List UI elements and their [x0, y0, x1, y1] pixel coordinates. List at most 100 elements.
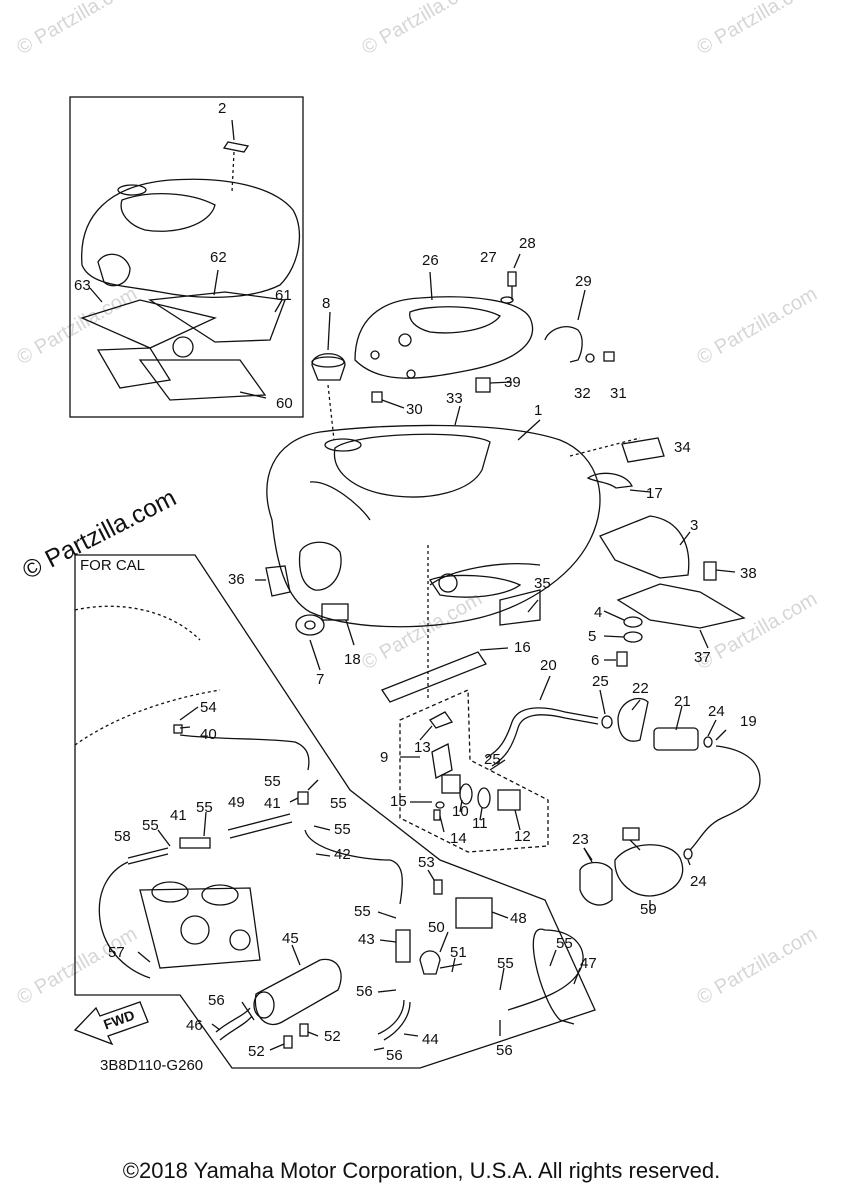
- part-label: 11: [472, 815, 488, 832]
- valve-43: [395, 929, 411, 963]
- part-label: 25: [592, 673, 609, 690]
- part-label: 62: [210, 249, 227, 266]
- grommet-7: [295, 614, 325, 636]
- tank-emblem: [429, 574, 522, 598]
- part-label: 57: [108, 944, 125, 961]
- fuel-cock-group: [399, 689, 549, 853]
- part-label: 31: [610, 385, 627, 402]
- part-label: 56: [208, 992, 225, 1009]
- part-label: 63: [74, 277, 91, 294]
- part-label: 22: [632, 680, 649, 697]
- bracket: [544, 326, 583, 363]
- part-label: 8: [322, 295, 330, 312]
- hose-40: [179, 734, 310, 771]
- part-label: 29: [575, 273, 592, 290]
- inset-box: [69, 96, 304, 418]
- washer-5: [623, 631, 643, 643]
- inset-emblem-2: [222, 141, 250, 153]
- part-label: 4: [594, 604, 602, 621]
- part-label: 49: [228, 794, 245, 811]
- part-label: 56: [356, 983, 373, 1000]
- part-label: 56: [386, 1047, 403, 1064]
- part-label: 9: [380, 749, 388, 766]
- part-label: 48: [510, 910, 527, 927]
- copyright-footer: ©2018 Yamaha Motor Corporation, U.S.A. A…: [122, 1158, 721, 1183]
- part-label: 20: [540, 657, 557, 674]
- part-label: 34: [674, 439, 691, 456]
- part-label: 52: [248, 1043, 265, 1060]
- inset-tank-opening: [120, 193, 216, 232]
- diagram-code: 3B8D110-G260: [100, 1057, 203, 1074]
- part-label: 41: [170, 807, 187, 824]
- part-labels: 2 62 63 61 60 26 27 28 29 8 32 31 39 30 …: [74, 100, 757, 1074]
- hose-20: [485, 707, 599, 759]
- inset-tank: [81, 178, 301, 298]
- strip-16: [381, 651, 487, 703]
- part-label: 50: [428, 919, 445, 936]
- damper-36: [265, 565, 291, 597]
- part-label: 36: [228, 571, 245, 588]
- hose-19: [689, 745, 761, 851]
- fuel-filter: [653, 727, 699, 751]
- part-label: 7: [316, 671, 324, 688]
- part-label: 41: [264, 795, 281, 812]
- part-label: 40: [200, 726, 217, 743]
- hose-47: [507, 928, 584, 1025]
- inset-pad-63: [80, 299, 217, 349]
- part-label: 38: [740, 565, 757, 582]
- tank-cover: [354, 296, 534, 379]
- fuel-cock: [431, 743, 453, 779]
- fuel-tank: [266, 424, 601, 628]
- part-label: 46: [186, 1017, 203, 1034]
- part-label: 47: [580, 955, 597, 972]
- part-label: 55: [556, 935, 573, 952]
- part-label: 28: [519, 235, 536, 252]
- part-label: 16: [514, 639, 531, 656]
- part-label: 25: [484, 751, 501, 768]
- part-label: 19: [740, 713, 757, 730]
- part-label: 54: [200, 699, 217, 716]
- part-label: 55: [264, 773, 281, 790]
- fuel-pump: [614, 844, 684, 897]
- part-label: 33: [446, 390, 463, 407]
- emblem-34: [621, 437, 665, 463]
- hose-42: [304, 829, 403, 905]
- part-label: 15: [390, 793, 407, 810]
- hose-49: [227, 813, 291, 831]
- part-label: 59: [640, 901, 657, 918]
- part-label: 44: [422, 1031, 439, 1048]
- part-label: 61: [275, 287, 292, 304]
- part-label: 5: [588, 628, 596, 645]
- fwd-arrow-icon: FWD: [73, 1001, 149, 1046]
- tank-knee-recess: [298, 541, 342, 591]
- part-label: 55: [354, 903, 371, 920]
- part-label: 55: [334, 821, 351, 838]
- washer-4: [623, 616, 643, 628]
- part-label: 3: [690, 517, 698, 534]
- part-label: 26: [422, 252, 439, 269]
- charcoal-canister: [254, 958, 342, 1026]
- part-label: 10: [452, 803, 469, 820]
- hose-44: [377, 999, 405, 1035]
- part-label: 35: [534, 575, 551, 592]
- part-label: 37: [694, 649, 711, 666]
- hose-46: [215, 1007, 251, 1033]
- part-label: 23: [572, 831, 589, 848]
- part-label: 60: [276, 395, 293, 412]
- part-label: 24: [690, 873, 707, 890]
- part-label: 2: [218, 100, 226, 117]
- carburetors: [139, 887, 261, 969]
- part-label: 39: [504, 374, 521, 391]
- part-label: 58: [114, 828, 131, 845]
- rear-bracket: [599, 515, 690, 579]
- part-label: 55: [330, 795, 347, 812]
- part-label: 30: [406, 401, 423, 418]
- mount-plate: [616, 583, 746, 629]
- part-label: 12: [514, 828, 531, 845]
- inset-pad-60: [138, 359, 267, 401]
- part-label: 32: [574, 385, 591, 402]
- part-label: 53: [418, 854, 435, 871]
- part-label: 56: [496, 1042, 513, 1059]
- part-label: 6: [591, 652, 599, 669]
